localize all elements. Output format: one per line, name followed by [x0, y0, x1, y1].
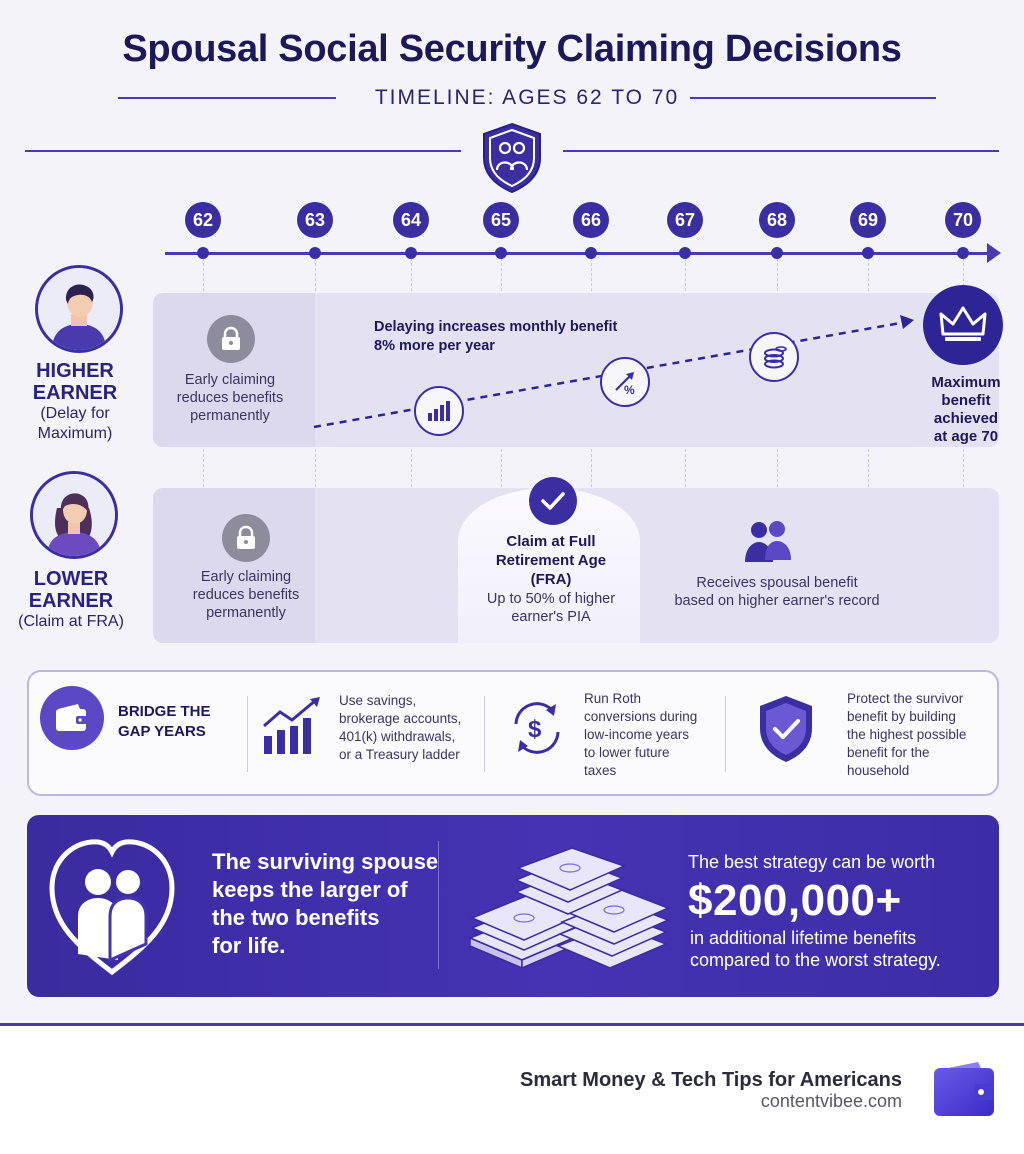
- lifetime-benefit-amount: $200,000+: [688, 876, 902, 925]
- page-title: Spousal Social Security Claiming Decisio…: [122, 28, 902, 70]
- lower-earner-title: LOWER EARNER: [28, 568, 114, 612]
- fra-claim-detail: Up to 50% of higher earner's PIA: [486, 591, 616, 625]
- age-badge-63: 63: [297, 202, 333, 238]
- age-dot: [862, 247, 874, 259]
- age-badge-67: 67: [667, 202, 703, 238]
- age-gridline: [963, 258, 964, 643]
- age-gridline: [777, 258, 778, 643]
- crown-icon: [923, 285, 1003, 365]
- coins-icon: [749, 332, 799, 382]
- shield-check-icon: [756, 694, 816, 769]
- strategy-comparison-note: in additional lifetime benefits compared…: [690, 928, 941, 970]
- age-dot: [771, 247, 783, 259]
- page-subtitle: TIMELINE: AGES 62 TO 70: [374, 86, 680, 109]
- heart-family-icon: [48, 832, 176, 983]
- age-gridline: [685, 258, 686, 643]
- age-badge-62: 62: [185, 202, 221, 238]
- delay-note: Delaying increases monthly benefit 8% mo…: [374, 319, 618, 354]
- age-dot: [309, 247, 321, 259]
- bridge-gap-panel: [27, 670, 999, 796]
- age-dot: [679, 247, 691, 259]
- age-badge-69: 69: [850, 202, 886, 238]
- wallet-logo-icon: [932, 1060, 996, 1123]
- footer-url[interactable]: contentvibee.com: [760, 1091, 902, 1111]
- age-dot: [495, 247, 507, 259]
- age-gridline: [411, 258, 412, 643]
- lower-early-note: Early claiming reduces benefits permanen…: [192, 569, 300, 621]
- couple-shield-icon: [480, 122, 544, 194]
- age-gridline: [315, 258, 316, 643]
- wallet-icon: [40, 686, 104, 750]
- age-gridline: [591, 258, 592, 643]
- footer-divider: [0, 1023, 1024, 1026]
- age-badge-64: 64: [393, 202, 429, 238]
- age-gridline: [203, 258, 204, 643]
- timeline-arrow-icon: [987, 243, 1001, 263]
- age-badge-65: 65: [483, 202, 519, 238]
- age-gridline: [868, 258, 869, 643]
- higher-earner-subtitle: (Delay for Maximum): [37, 405, 113, 442]
- divider-left: [25, 150, 461, 152]
- spousal-people-icon: [743, 518, 793, 569]
- divider-right: [563, 150, 999, 152]
- dollar-cycle-icon: $: [506, 698, 568, 763]
- subtitle-row: TIMELINE: AGES 62 TO 70: [118, 84, 936, 114]
- lock-icon: [207, 315, 255, 363]
- man-avatar-icon: [35, 265, 123, 353]
- bridge-roth-text: Run Roth conversions during low-income y…: [584, 691, 698, 778]
- checkmark-icon: [529, 477, 577, 525]
- age-dot: [957, 247, 969, 259]
- spousal-benefit-note: Receives spousal benefit based on higher…: [674, 575, 880, 609]
- bridge-savings-text: Use savings, brokerage accounts, 401(k) …: [339, 693, 462, 762]
- bridge-title: BRIDGE THE GAP YEARS: [118, 703, 211, 740]
- age-badge-68: 68: [759, 202, 795, 238]
- age-badge-70: 70: [945, 202, 981, 238]
- growth-chart-icon: [260, 696, 324, 761]
- money-stacks-icon: [466, 846, 684, 973]
- lock-icon: [222, 514, 270, 562]
- strategy-worth-label: The best strategy can be worth: [688, 852, 936, 872]
- age-dot: [585, 247, 597, 259]
- svg-text:$: $: [528, 716, 542, 743]
- age-gridline: [501, 258, 502, 643]
- svg-text:%: %: [624, 383, 635, 396]
- percent-increase-icon: %: [600, 357, 650, 407]
- timeline-axis: [165, 252, 991, 255]
- bridge-survivor-text: Protect the survivor benefit by building…: [847, 691, 967, 778]
- bar-chart-icon: [414, 386, 464, 436]
- footer: [0, 1026, 1024, 1154]
- footer-brand: Smart Money & Tech Tips for Americans: [520, 1069, 902, 1091]
- lower-early-zone: [153, 488, 315, 643]
- woman-avatar-icon: [30, 471, 118, 559]
- survivor-statement: The surviving spouse keeps the larger of…: [212, 849, 439, 958]
- higher-early-note: Early claiming reduces benefits permanen…: [176, 372, 284, 424]
- higher-earner-title: HIGHER EARNER: [32, 360, 118, 404]
- age-badge-66: 66: [573, 202, 609, 238]
- lower-earner-subtitle: (Claim at FRA): [18, 613, 124, 630]
- maximum-benefit-note: Maximum benefit achieved at age 70: [931, 374, 1001, 445]
- age-dot: [197, 247, 209, 259]
- age-dot: [405, 247, 417, 259]
- fra-claim-title: Claim at Full Retirement Age (FRA): [495, 533, 607, 588]
